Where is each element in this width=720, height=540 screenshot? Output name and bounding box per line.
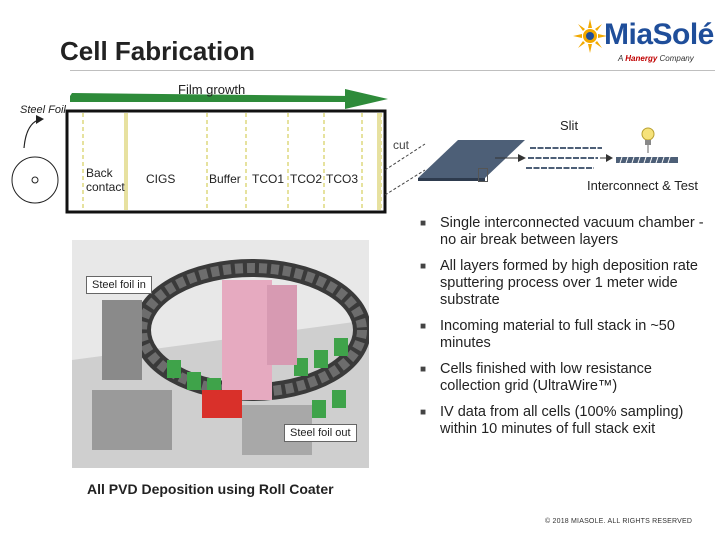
list-item: ■Incoming material to full stack in ~50 … [420, 318, 675, 351]
bullet-square-icon: ■ [420, 364, 427, 375]
bullet-square-icon: ■ [420, 321, 427, 332]
list-item: ■Cells finished with low resistance coll… [420, 361, 652, 394]
title-divider [70, 70, 715, 71]
slit-label: Slit [560, 118, 579, 133]
process-diagram [11, 89, 678, 214]
bullet-square-icon: ■ [420, 407, 427, 418]
layer-label-buffer: Buffer [209, 172, 241, 186]
slit-strips [526, 147, 602, 169]
cut-label: cut [393, 138, 410, 152]
layer-label-tco1: TCO1 [252, 172, 285, 186]
list-item: ■IV data from all cells (100% sampling) … [420, 404, 684, 437]
steel-foil-label: Steel Foil [20, 104, 66, 116]
layer-label-tco3: TCO3 [326, 172, 359, 186]
logo-wordmark: MiaSolé [604, 18, 714, 51]
callout-steel-foil-out: Steel foil out [284, 424, 357, 442]
cut-sheet [418, 140, 525, 178]
film-growth-arrow [70, 89, 388, 109]
interconnect-test-label: Interconnect & Test [587, 178, 699, 193]
light-bulb-icon [641, 127, 655, 153]
logo-tagline: A Hanergy Company [618, 54, 694, 63]
foil-spool [11, 156, 59, 204]
layer-label-tco2: TCO2 [290, 172, 323, 186]
miasole-logo: MiaSolé A Hanergy Company [570, 16, 714, 66]
callout-steel-foil-in: Steel foil in [86, 276, 152, 294]
interconnect-strip [616, 156, 678, 164]
film-growth-label: Film growth [178, 82, 246, 97]
placeholder-glyph [478, 168, 488, 182]
sun-icon [573, 19, 607, 53]
foil-feed-arrow [23, 119, 39, 149]
list-item: ■All layers formed by high deposition ra… [420, 258, 698, 308]
bullet-list: ■Single interconnected vacuum chamber - … [418, 215, 708, 447]
process-chamber-box [65, 109, 387, 214]
bullet-square-icon: ■ [420, 218, 427, 229]
copyright-notice: © 2018 MIASOLE. ALL RIGHTS RESERVED [545, 518, 693, 525]
slide-title: Cell Fabrication [60, 36, 256, 66]
machine-caption: All PVD Deposition using Roll Coater [87, 481, 334, 497]
layer-label-cigs: CIGS [146, 172, 176, 186]
bullet-square-icon: ■ [420, 261, 427, 272]
list-item: ■Single interconnected vacuum chamber - … [420, 215, 704, 248]
layer-label-back-contact: Back contact [86, 166, 125, 194]
hanergy-brand: Hanergy [625, 54, 658, 63]
